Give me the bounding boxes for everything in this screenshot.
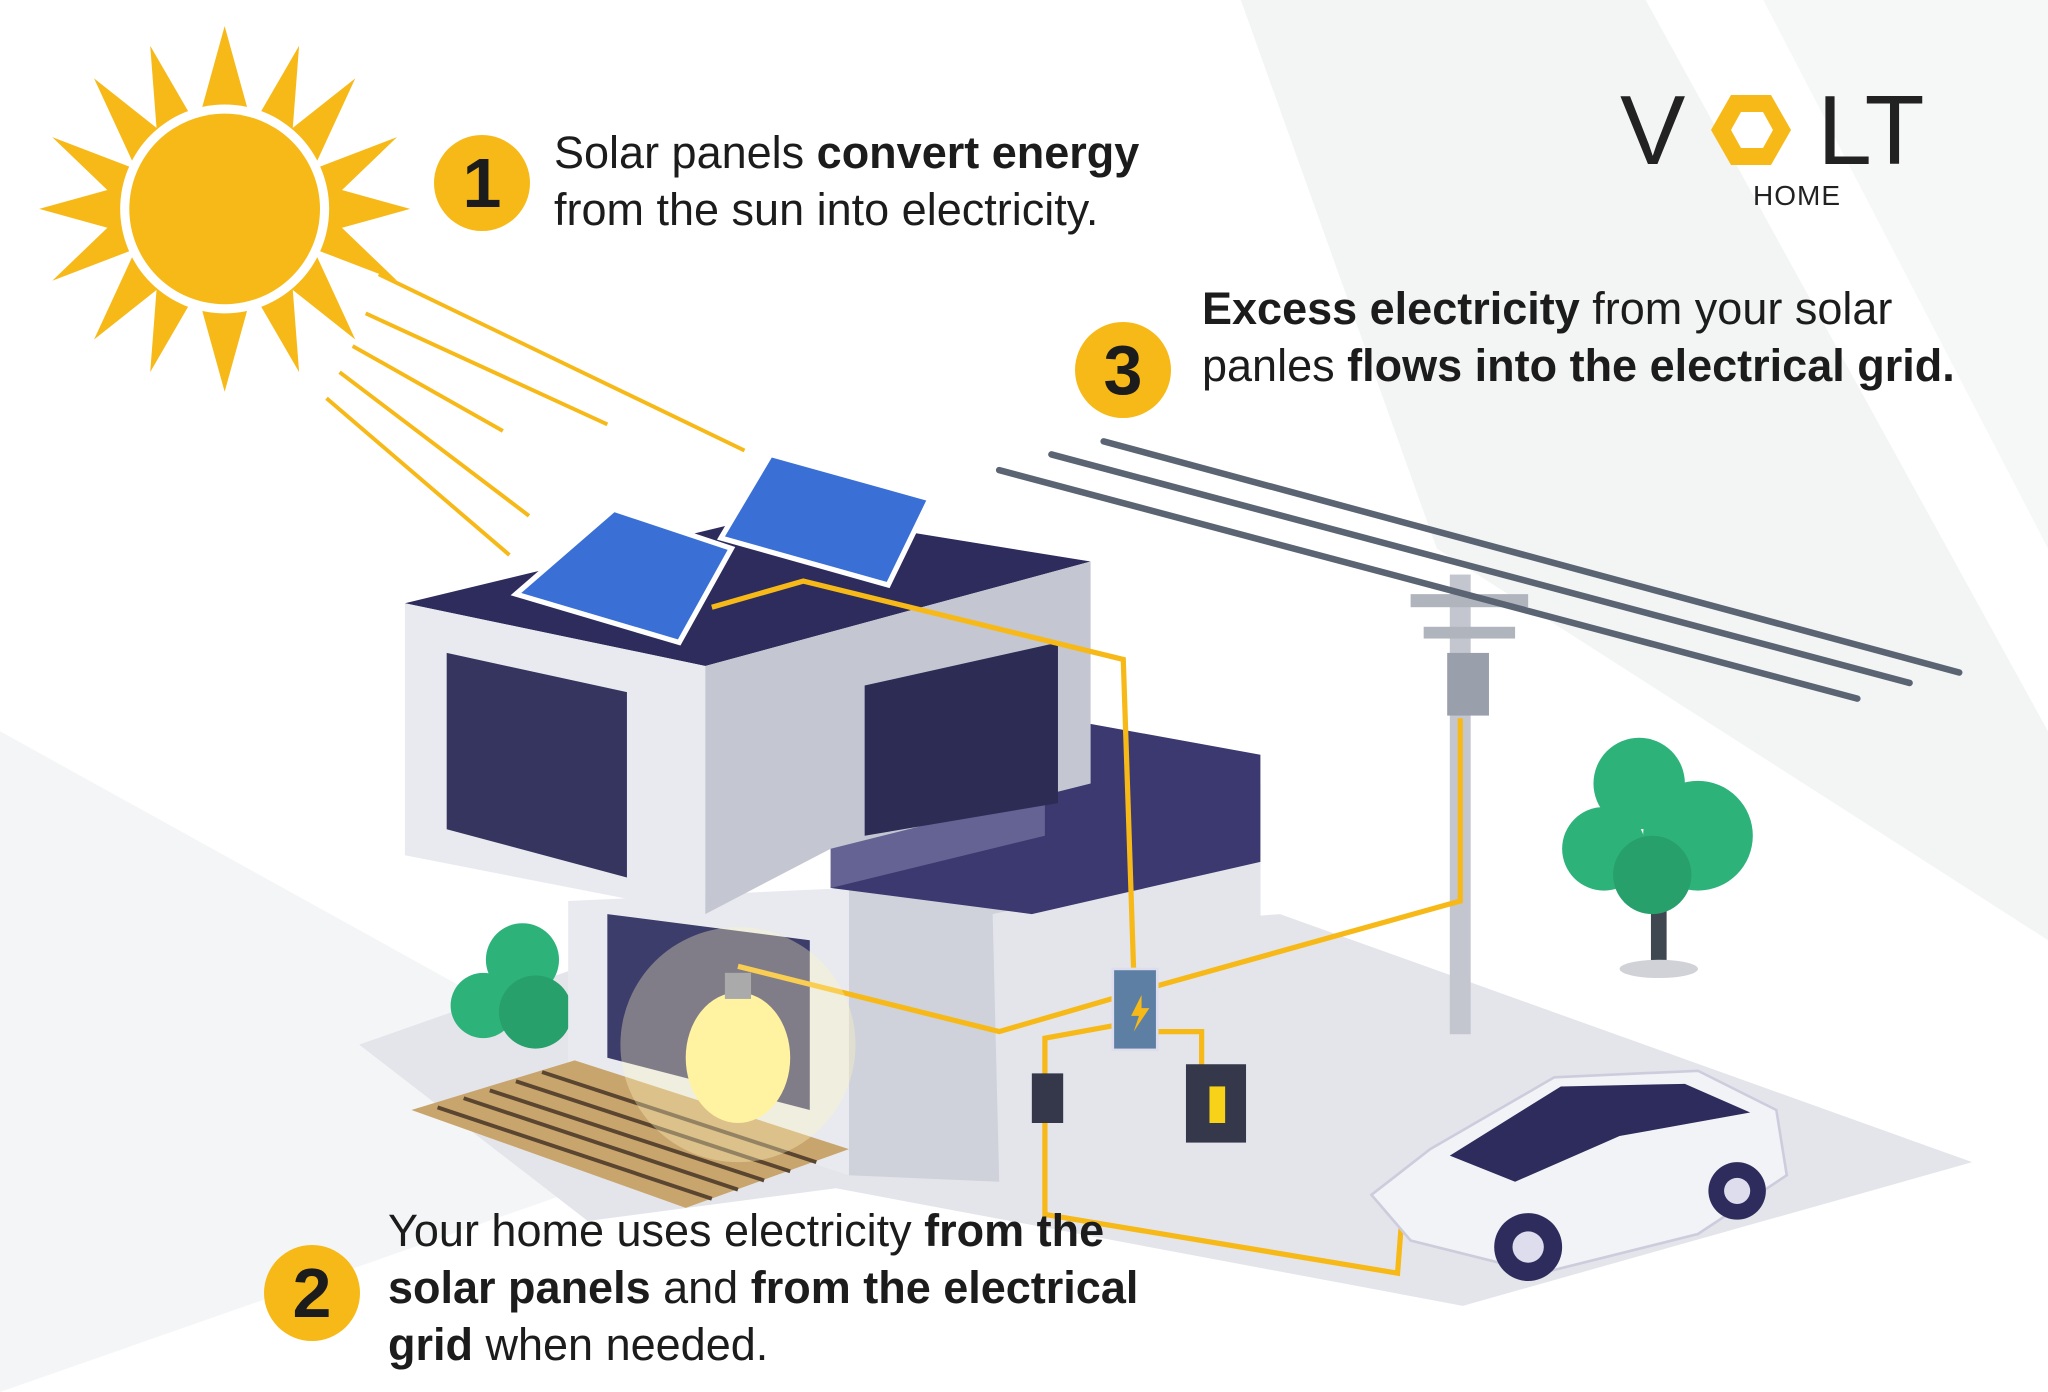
volt-home-logo: V LT HOME: [1620, 80, 1980, 220]
utility-pole: [1410, 574, 1529, 1035]
window: [864, 642, 1058, 836]
light-bulb-icon: [620, 927, 856, 1163]
hexagon-logo-icon: [1711, 95, 1792, 165]
logo-letters-lt: LT: [1817, 75, 1925, 185]
window: [446, 652, 627, 878]
electric-car-icon: [1369, 1069, 1789, 1282]
tree-icon: [1562, 737, 1753, 979]
sun-icon: [39, 26, 411, 392]
background-shape: [1240, 0, 2048, 941]
bush-icon: [450, 923, 573, 1049]
logo-letter-v: V: [1620, 75, 1686, 185]
logo-subtitle: HOME: [1753, 180, 1841, 211]
step-1-text: Solar panels convert energy from the sun…: [554, 127, 1140, 235]
sun-rays: [325, 272, 746, 557]
step-1-badge: 1: [434, 135, 530, 231]
electrical-panel: [1111, 967, 1159, 1052]
roof: [404, 511, 1091, 666]
step-2-text: Your home uses electricity from the sola…: [388, 1205, 1139, 1370]
step-3-text: Excess electricity from your solar panle…: [1202, 283, 1955, 391]
deck: [411, 1060, 849, 1208]
step-2-badge: 2: [264, 1245, 360, 1341]
lightning-icon: [1131, 995, 1150, 1032]
step-3-badge: 3: [1075, 322, 1171, 418]
solar-panel: [510, 451, 934, 646]
power-lines: [995, 438, 1963, 702]
battery-level: [1209, 1086, 1226, 1124]
background-shape: [0, 731, 732, 1392]
inverter: [1031, 1073, 1064, 1124]
